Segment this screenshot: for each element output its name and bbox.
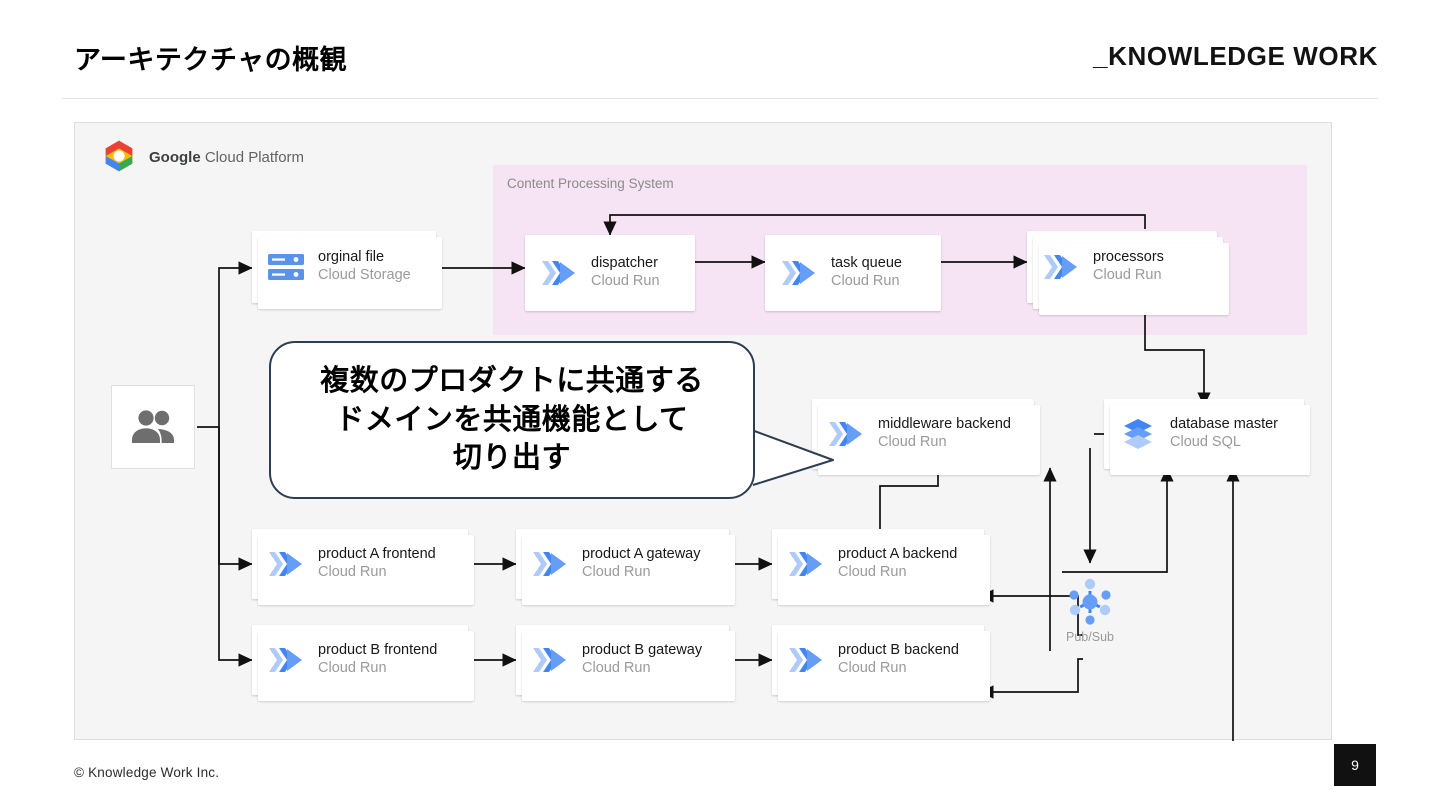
wire-processors-to-database-master — [1144, 295, 1211, 407]
content-processing-system-label: Content Processing System — [507, 176, 674, 191]
wire-product-a-backend-to-database-master — [1062, 467, 1174, 573]
node-original-file[interactable]: orginal file Cloud Storage — [252, 231, 442, 309]
cloud-run-icon — [789, 552, 822, 576]
gcp-platform-label: Google Cloud Platform — [149, 149, 304, 166]
node-dispatcher[interactable]: dispatcher Cloud Run — [525, 235, 695, 311]
node-title: processors — [1093, 249, 1164, 266]
gcp-diagram-frame: Google Cloud Platform Content Processing… — [74, 122, 1332, 741]
node-title: dispatcher — [591, 255, 658, 272]
node-labels: product B backend Cloud Run — [838, 642, 959, 677]
node-subtitle: Cloud Run — [318, 564, 387, 580]
node-subtitle: Cloud Run — [582, 564, 651, 580]
google-cloud-logo-icon — [105, 140, 133, 172]
node-stack-shadow-2 — [1039, 243, 1229, 315]
cloud-run-icon — [542, 261, 575, 285]
node-labels: product A frontend Cloud Run — [318, 546, 436, 581]
gcp-platform-header: Google Cloud Platform — [99, 137, 304, 177]
node-labels: middleware backend Cloud Run — [878, 416, 1011, 451]
node-subtitle: Cloud Run — [838, 564, 907, 580]
node-product-a-frontend[interactable]: product A frontend Cloud Run — [252, 529, 474, 605]
cloud-run-icon — [533, 648, 566, 672]
header-divider — [62, 98, 1378, 99]
node-title: middleware backend — [878, 416, 1011, 433]
node-product-a-backend[interactable]: product A backend Cloud Run — [772, 529, 990, 605]
node-product-b-backend[interactable]: product B backend Cloud Run — [772, 625, 990, 701]
pubsub-icon — [1069, 578, 1111, 625]
page-number-badge: 9 — [1334, 744, 1376, 786]
node-title: task queue — [831, 255, 902, 272]
node-labels: task queue Cloud Run — [831, 255, 902, 290]
node-subtitle: Cloud Run — [591, 273, 660, 289]
copyright-text: © Knowledge Work Inc. — [74, 765, 220, 780]
gcp-cloud-platform-word: Cloud Platform — [200, 148, 305, 166]
cloud-run-icon — [533, 552, 566, 576]
users-icon — [132, 410, 174, 443]
node-title: orginal file — [318, 249, 385, 266]
node-title: product B gateway — [582, 642, 703, 659]
node-stack-shadow — [258, 631, 474, 701]
cloud-run-icon — [269, 552, 302, 576]
node-labels: product A gateway Cloud Run — [582, 546, 701, 581]
node-processors[interactable]: processors Cloud Run — [1027, 231, 1229, 315]
node-subtitle: Cloud Run — [1093, 267, 1162, 283]
callout-line-3: 切り出す — [452, 442, 571, 475]
node-title: product A gateway — [582, 546, 701, 563]
node-title: product A frontend — [318, 546, 436, 563]
callout-tail-icon — [747, 428, 834, 486]
node-labels: database master Cloud SQL — [1170, 416, 1278, 451]
gcp-google-word: Google — [149, 148, 201, 166]
node-pubsub[interactable]: Pub/Sub — [1053, 575, 1127, 651]
wire-users-to-product-a-frontend — [218, 427, 253, 571]
node-labels: product B gateway Cloud Run — [582, 642, 702, 677]
node-subtitle: Cloud Run — [838, 660, 907, 676]
cloud-run-icon — [789, 648, 822, 672]
node-subtitle: Cloud Run — [582, 660, 651, 676]
node-product-b-frontend[interactable]: product B frontend Cloud Run — [252, 625, 474, 701]
node-subtitle: Cloud Run — [318, 660, 387, 676]
cloud-sql-icon — [1124, 419, 1152, 449]
wire-users-to-product-b-frontend — [218, 427, 253, 667]
node-subtitle: Cloud Run — [831, 273, 900, 289]
node-labels: product B frontend Cloud Run — [318, 642, 437, 677]
wire-processors-to-dispatcher-feedback — [603, 214, 1146, 236]
node-product-b-gateway[interactable]: product B gateway Cloud Run — [516, 625, 735, 701]
pubsub-label: Pub/Sub — [1066, 630, 1114, 644]
node-title: database master — [1170, 416, 1279, 433]
node-product-a-gateway[interactable]: product A gateway Cloud Run — [516, 529, 735, 605]
node-labels: orginal file Cloud Storage — [318, 249, 411, 284]
node-labels: product A backend Cloud Run — [838, 546, 957, 581]
node-labels: dispatcher Cloud Run — [591, 255, 660, 290]
callout-line-1: 複数のプロダクトに共通する — [320, 365, 704, 398]
brand-logo: _KNOWLEDGE WORK — [1093, 41, 1378, 71]
cloud-run-icon — [829, 422, 862, 446]
node-labels: processors Cloud Run — [1093, 249, 1164, 284]
node-title: product B frontend — [318, 642, 438, 659]
wire-pubsub-to-product-a-backend — [979, 589, 1083, 636]
node-task-queue[interactable]: task queue Cloud Run — [765, 235, 941, 311]
wire-users-to-original-file — [197, 261, 253, 428]
wire-product-b-backend-to-database-master — [1226, 467, 1240, 741]
node-stack-shadow — [818, 405, 1040, 475]
callout-line-2: ドメインを共通機能として — [335, 403, 689, 436]
node-subtitle: Cloud Run — [878, 434, 947, 450]
node-stack-shadow — [258, 535, 474, 605]
callout-balloon: 複数のプロダクトに共通する ドメインを共通機能として 切り出す — [269, 341, 834, 499]
users-actor — [111, 385, 195, 469]
node-middleware-backend[interactable]: middleware backend Cloud Run — [812, 399, 1040, 475]
node-database-master[interactable]: database master Cloud SQL — [1104, 399, 1310, 475]
callout-text: 複数のプロダクトに共通する ドメインを共通機能として 切り出す — [320, 362, 704, 478]
callout-bubble: 複数のプロダクトに共通する ドメインを共通機能として 切り出す — [269, 341, 755, 499]
node-title: product B backend — [838, 642, 959, 659]
wire-pubsub-to-product-b-backend — [979, 658, 1083, 699]
cloud-run-icon — [782, 261, 815, 285]
cloud-run-icon — [269, 648, 302, 672]
node-title: product A backend — [838, 546, 958, 563]
cloud-storage-icon — [268, 254, 304, 280]
cloud-run-icon — [1044, 255, 1077, 279]
node-subtitle: Cloud Storage — [318, 267, 411, 283]
page-title: アーキテクチャの概観 — [74, 45, 348, 75]
node-subtitle: Cloud SQL — [1170, 434, 1241, 450]
